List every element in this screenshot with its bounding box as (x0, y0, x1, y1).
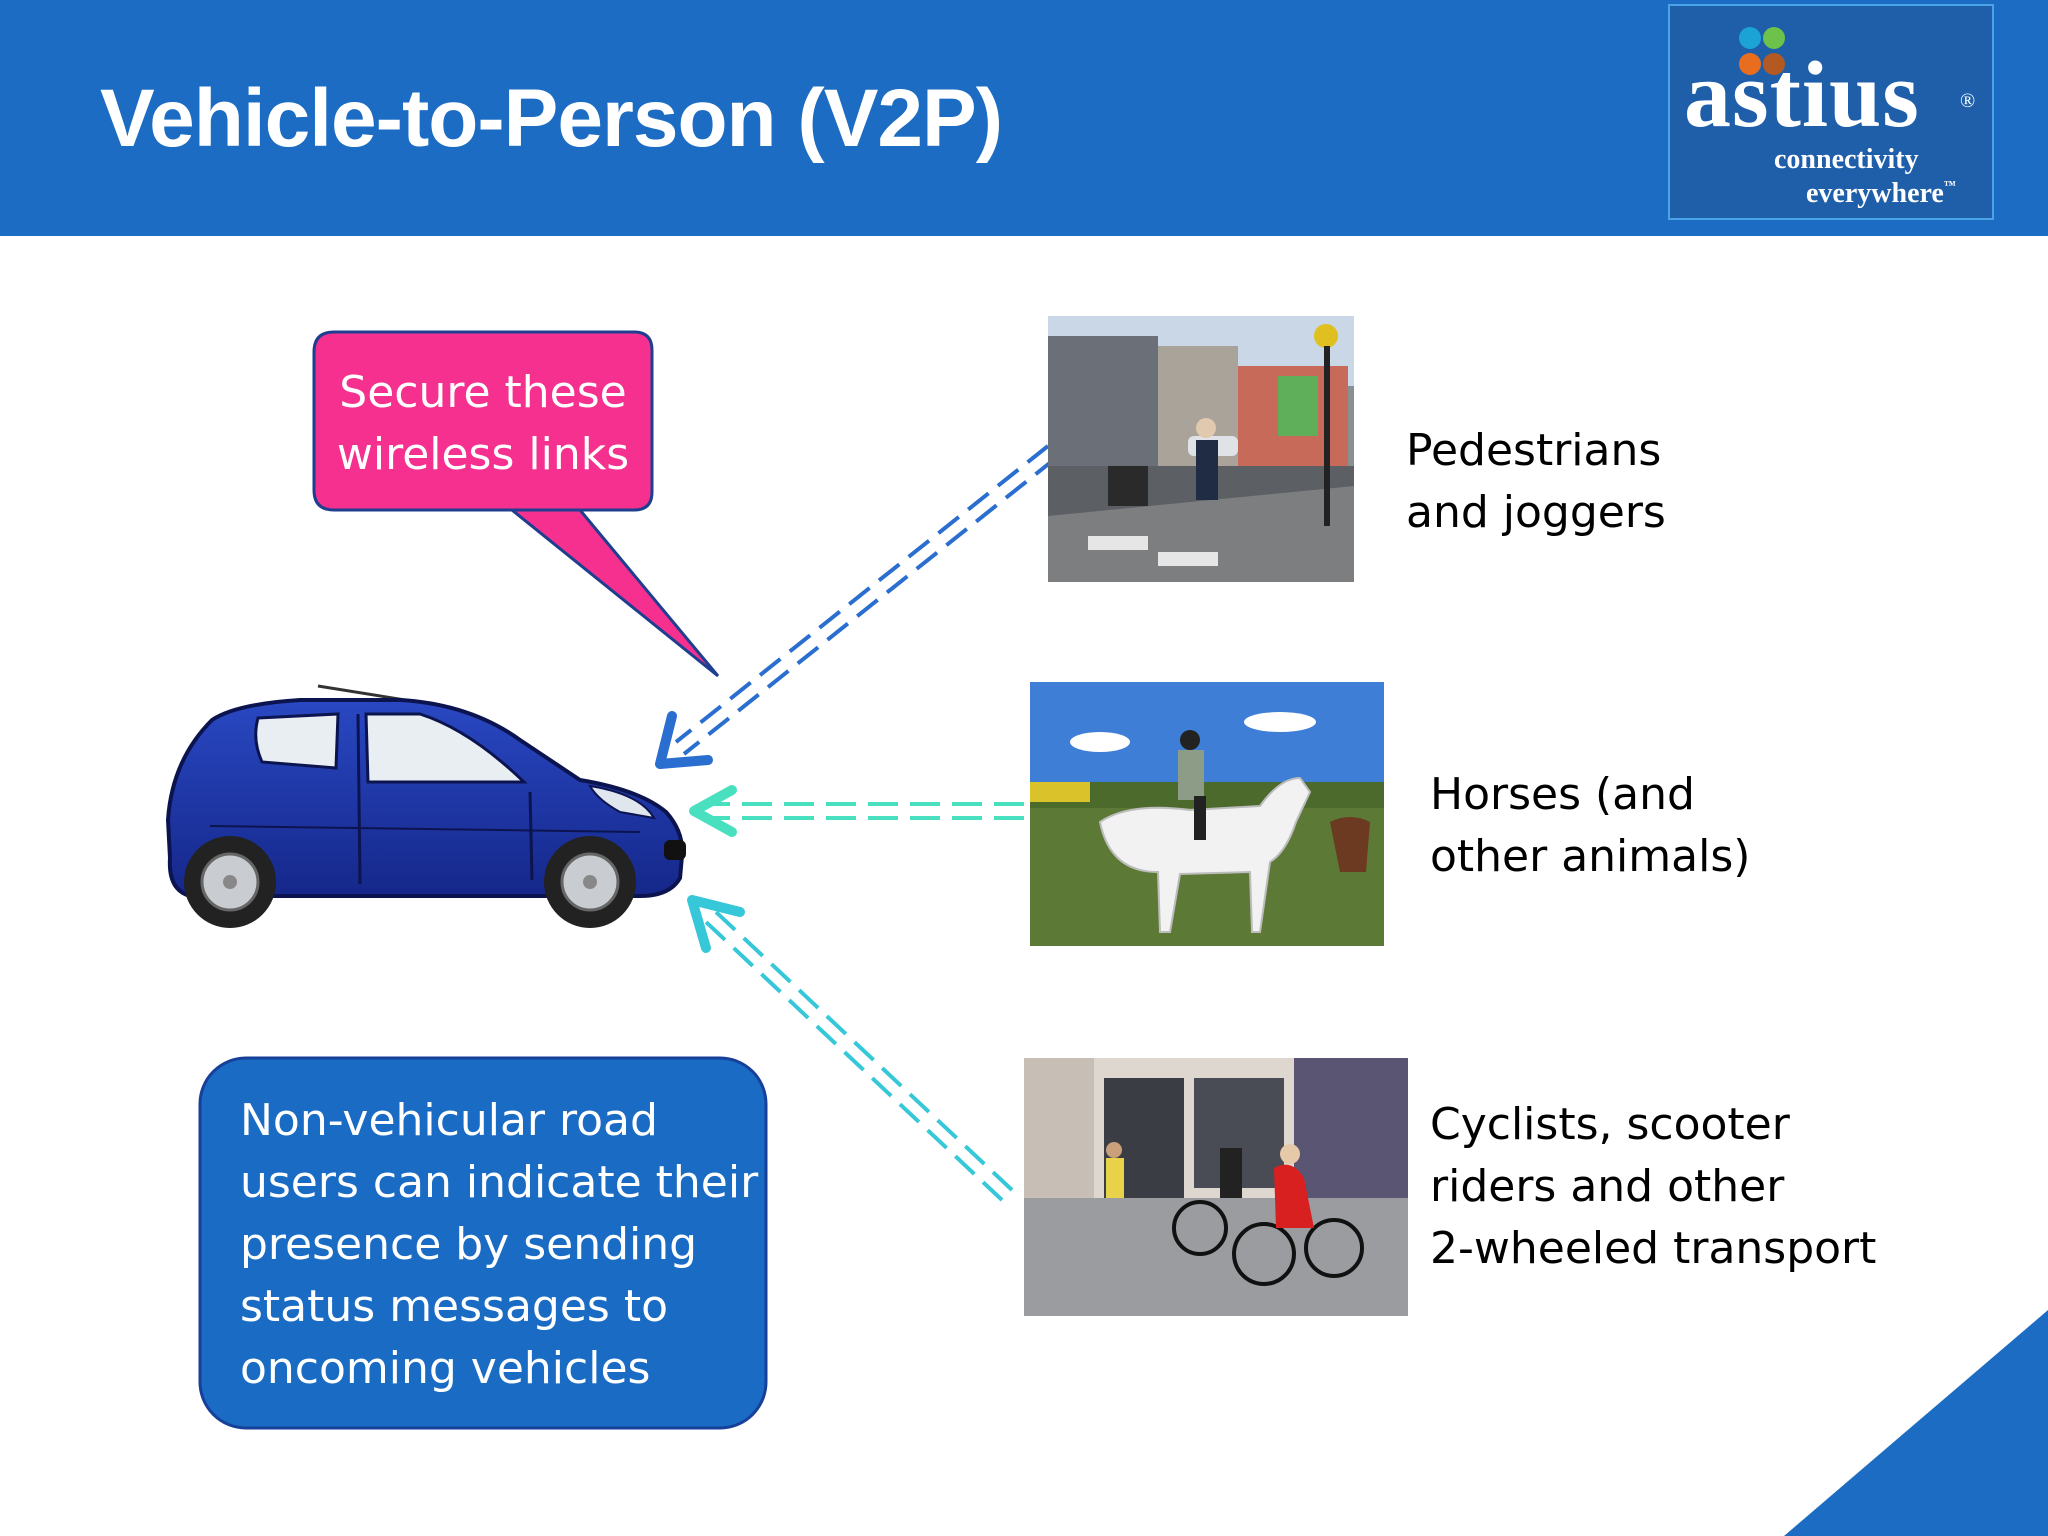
logo-trademark: ™ (1943, 178, 1956, 192)
cyclists-label-line2: riders and other (1430, 1161, 1785, 1212)
cyclists-label-line3: 2-wheeled transport (1430, 1223, 1877, 1274)
info-box (198, 1056, 768, 1430)
cyclists-photo (1024, 1058, 1408, 1316)
logo-wordmark: astius (1684, 43, 1920, 147)
horses-label: Horses (and other animals) (1430, 764, 1750, 888)
horses-label-line1: Horses (and (1430, 769, 1695, 820)
cyclists-photo-drawing (1024, 1058, 1408, 1316)
info-box-text: Non-vehicular road users can indicate th… (240, 1095, 759, 1394)
cyclists-label-line1: Cyclists, scooter (1430, 1099, 1790, 1150)
horses-photo-drawing (1030, 682, 1384, 946)
car-illustration (165, 684, 686, 928)
logo-tagline-2: everywhere™ (1806, 178, 1956, 210)
horses-label-line2: other animals) (1430, 831, 1751, 882)
slide-title: Vehicle-to-Person (V2P) (100, 73, 1003, 164)
cyclists-label: Cyclists, scooter riders and other 2-whe… (1430, 1094, 1876, 1280)
logo-registered-mark: ® (1960, 90, 1976, 112)
pedestrians-label: Pedestrians and joggers (1406, 420, 1666, 544)
callout-bubble (312, 330, 720, 678)
logo-dots-icon (1739, 27, 1785, 75)
logo-tagline-1: connectivity (1774, 144, 1919, 175)
horses-photo (1030, 682, 1384, 946)
astius-logo: astius ® connectivity everywhere™ (1668, 4, 1994, 220)
callout-text: Secure these wireless links (336, 367, 630, 480)
link-arrow-pedestrians (655, 444, 1058, 769)
logo-tagline-2-text: everywhere (1806, 178, 1944, 209)
link-arrow-cyclists (687, 895, 1014, 1202)
pedestrians-photo (1048, 316, 1354, 582)
link-arrow-horses (689, 785, 1024, 837)
pedestrians-photo-drawing (1048, 316, 1354, 582)
pedestrians-label-line2: and joggers (1406, 487, 1666, 538)
pedestrians-label-line1: Pedestrians (1406, 425, 1662, 476)
